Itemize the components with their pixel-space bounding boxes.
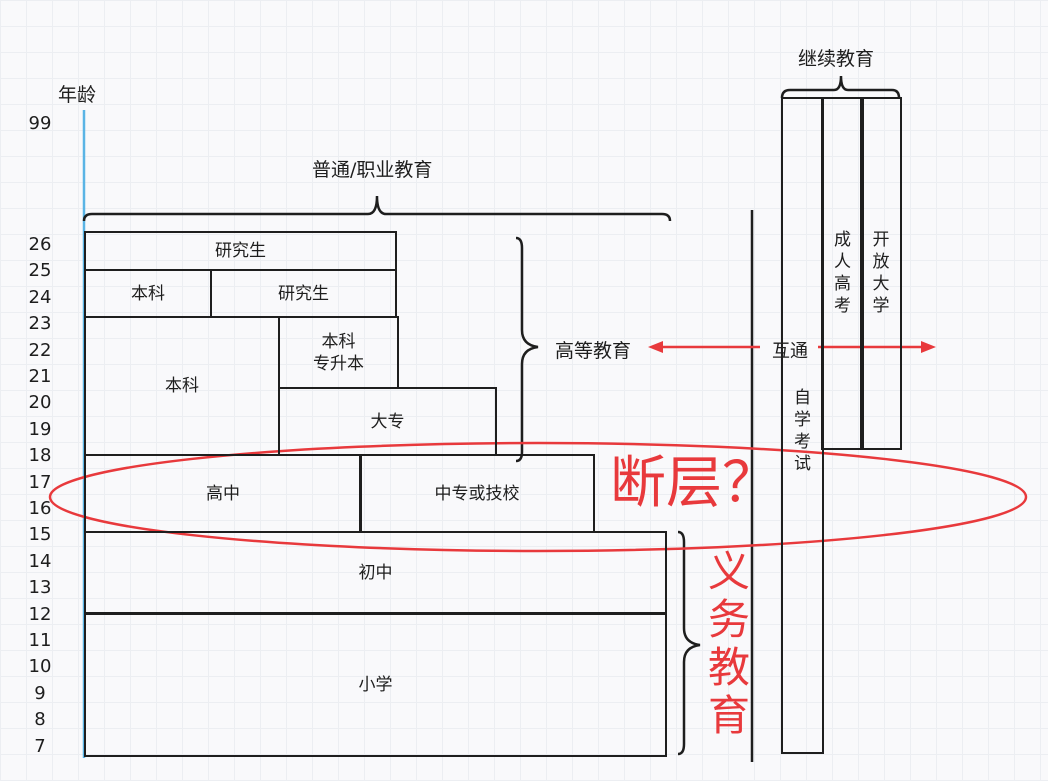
continuing-education-label: 继续教育 bbox=[798, 48, 875, 70]
age-tick-21: 21 bbox=[28, 366, 52, 387]
age-tick-22: 22 bbox=[28, 339, 52, 361]
vocational-school-block: 中专或技校 bbox=[359, 454, 595, 533]
primary-block: 小学 bbox=[84, 612, 667, 757]
age-tick-26: 26 bbox=[28, 234, 52, 255]
compulsory-education-brace bbox=[677, 530, 701, 756]
bachelor-block-main: 本科 bbox=[84, 316, 280, 456]
open-university-label: 开放大学 bbox=[872, 230, 890, 316]
junior-college-block: 大专 bbox=[278, 387, 497, 456]
continuing-brace bbox=[780, 75, 901, 99]
higher-education-label: 高等教育 bbox=[555, 340, 632, 362]
left-arrowhead bbox=[648, 341, 663, 353]
age-tick-7: 7 bbox=[34, 735, 46, 757]
age-tick-18: 18 bbox=[28, 445, 52, 467]
open-university-column: 开放大学 bbox=[860, 97, 902, 450]
age-tick-10: 10 bbox=[28, 656, 52, 678]
age-tick-23: 23 bbox=[28, 313, 52, 335]
self-study-exam-column: 自学考试 bbox=[781, 97, 824, 754]
general-vocational-brace bbox=[82, 195, 672, 222]
compulsory-education-label: 义务教育 bbox=[707, 547, 750, 740]
general-vocational-label: 普通/职业教育 bbox=[312, 159, 433, 181]
age-axis-title: 年龄 bbox=[58, 84, 97, 106]
junior-middle-block: 初中 bbox=[84, 531, 667, 615]
age-tick-17: 17 bbox=[28, 471, 52, 493]
adult-college-exam-column: 成人高考 bbox=[821, 97, 864, 450]
self-study-exam-label: 自学考试 bbox=[794, 388, 811, 474]
bachelor-upgrade-block: 本科 专升本 bbox=[278, 316, 399, 389]
age-tick-99: 99 bbox=[28, 113, 52, 134]
age-tick-12: 12 bbox=[28, 603, 52, 625]
age-tick-24: 24 bbox=[28, 286, 52, 308]
age-tick-15: 15 bbox=[28, 524, 52, 546]
age-tick-20: 20 bbox=[28, 392, 52, 414]
graduate-block-top: 研究生 bbox=[84, 231, 397, 271]
age-tick-16: 16 bbox=[28, 498, 52, 519]
age-tick-13: 13 bbox=[28, 577, 52, 599]
age-tick-8: 8 bbox=[34, 709, 46, 731]
adult-college-exam-label: 成人高考 bbox=[834, 230, 851, 316]
age-tick-9: 9 bbox=[34, 682, 46, 704]
fault-ellipse bbox=[48, 441, 1028, 553]
bachelor-block-a: 本科 bbox=[84, 269, 212, 318]
graduate-block-b: 研究生 bbox=[210, 269, 397, 318]
higher-education-brace bbox=[515, 236, 539, 463]
age-tick-19: 19 bbox=[28, 418, 52, 440]
age-tick-11: 11 bbox=[28, 630, 52, 651]
age-tick-25: 25 bbox=[28, 260, 52, 282]
right-arrowhead bbox=[921, 341, 936, 353]
fault-line-note: 断层？ bbox=[610, 451, 778, 516]
age-tick-14: 14 bbox=[28, 550, 52, 572]
high-school-block: 高中 bbox=[84, 454, 362, 533]
